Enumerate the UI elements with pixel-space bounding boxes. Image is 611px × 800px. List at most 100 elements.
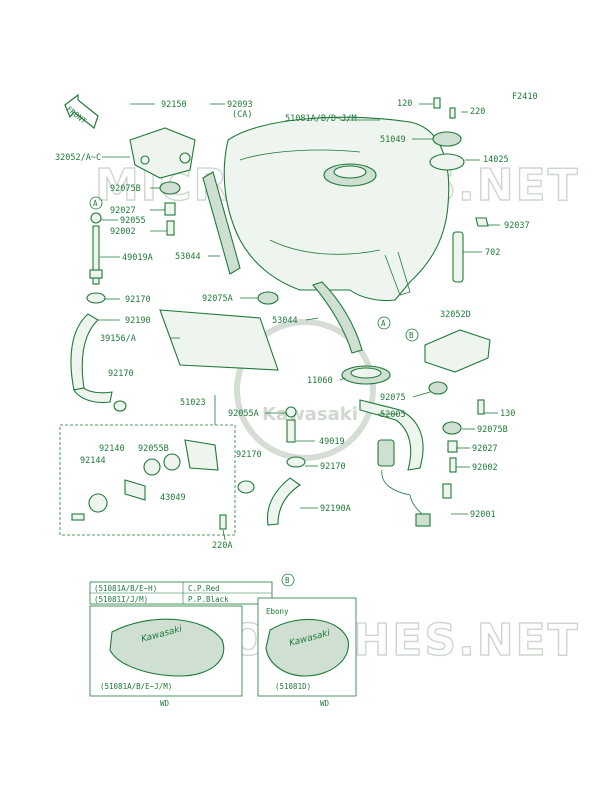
- label-52005: 52005: [380, 410, 406, 420]
- label-39156a: 39156/A: [100, 334, 136, 344]
- front-arrow-icon: FRONT: [64, 93, 99, 130]
- label-92170-2: 92170: [108, 369, 134, 379]
- label-92075b-bot: 92075B: [477, 425, 508, 435]
- clamp-92170-3: [237, 480, 255, 494]
- bolt-92002-top: [166, 220, 175, 236]
- inset-left-caption: (51081A/B/E~J/M): [100, 682, 172, 691]
- label-92002-top: 92002: [110, 227, 136, 237]
- inset-right-color-note: Ebony: [266, 607, 289, 616]
- cap-51049: [432, 131, 462, 147]
- label-marker-a-2: A: [381, 319, 386, 328]
- screw-92144: [71, 513, 85, 521]
- grommet-92075a: [257, 291, 279, 305]
- bolt-92002-bot: [449, 457, 457, 473]
- fitting-49019a: [89, 269, 103, 279]
- inset-right-footer: WD: [320, 699, 330, 708]
- label-92075a: 92075A: [202, 294, 233, 304]
- color-row-2-color: P.P.Black: [188, 595, 229, 604]
- label-92027-top: 92027: [110, 206, 136, 216]
- color-row-1-color: C.P.Red: [188, 584, 220, 593]
- pipe-49019a: [92, 225, 100, 285]
- label-marker-a-1: A: [93, 199, 98, 208]
- label-ca: (CA): [232, 110, 252, 120]
- clamp-92170-2: [113, 400, 127, 412]
- label-92075b-top: 92075B: [110, 184, 141, 194]
- collar-92027-top: [164, 202, 176, 216]
- inset-left-panel: Kawasaki (51081A/B/E~J/M): [89, 605, 243, 697]
- label-92170-3: 92170: [236, 450, 262, 460]
- oring-92055a: [285, 406, 297, 418]
- label-92055b: 92055B: [138, 444, 169, 454]
- label-92027-bot: 92027: [472, 444, 498, 454]
- label-92093: 92093: [227, 100, 253, 110]
- color-row-2-models: (51081I/J/M): [94, 595, 148, 604]
- screw-220a: [219, 514, 227, 530]
- valve-assembly-box: [59, 424, 236, 536]
- label-92037: 92037: [504, 221, 530, 231]
- fuel-valve: [184, 439, 219, 471]
- label-220a: 220A: [212, 541, 232, 551]
- part-labels: 92150 92093 (CA) 51081A/B/D~J/M 120 220 …: [55, 99, 530, 551]
- grommet-92075: [428, 381, 448, 395]
- label-92170-1: 92170: [125, 295, 151, 305]
- pipe-49019: [286, 419, 296, 443]
- label-92075: 92075: [380, 393, 406, 403]
- knob-92140: [88, 493, 108, 513]
- screw-220: [449, 107, 456, 119]
- label-92170-4: 92170: [320, 462, 346, 472]
- part-92037: [475, 217, 489, 227]
- clamp-92170-4: [286, 456, 306, 468]
- fuel-tank: [223, 116, 450, 302]
- label-92190a: 92190A: [320, 504, 351, 514]
- label-130: 130: [500, 409, 515, 419]
- label-marker-b-1: B: [409, 331, 414, 340]
- valve-plate: [163, 453, 181, 471]
- label-702: 702: [485, 248, 500, 258]
- oring-92055: [90, 212, 102, 224]
- bracket-32052d: [424, 329, 491, 373]
- label-120: 120: [397, 99, 412, 109]
- marker-b-1: [405, 328, 419, 342]
- color-table: (51081A/B/E~H) C.P.Red (51081I/J/M) P.P.…: [89, 581, 273, 605]
- label-51081abdjm: 51081A/B/D~J/M: [285, 114, 357, 124]
- label-49019: 49019: [319, 437, 345, 447]
- label-43049: 43049: [160, 493, 186, 503]
- label-32052d: 32052D: [440, 310, 471, 320]
- label-14025: 14025: [483, 155, 509, 165]
- marker-b-2: [281, 573, 295, 587]
- connector-92001: [415, 513, 431, 527]
- gasket-14025: [429, 153, 465, 171]
- grommet-92075b-bot: [442, 421, 462, 435]
- label-92001: 92001: [470, 510, 496, 520]
- inset-left-footer: WD: [160, 699, 170, 708]
- label-92190: 92190: [125, 316, 151, 326]
- label-51023: 51023: [180, 398, 206, 408]
- label-49019a: 49019A: [122, 253, 153, 263]
- diaphragm: [124, 479, 146, 501]
- clamp-92170-1: [86, 292, 106, 304]
- rubber-strip-mid: [312, 281, 363, 354]
- bolt-92001: [442, 483, 452, 499]
- label-marker-b-2: B: [285, 576, 290, 585]
- label-92055a: 92055A: [228, 409, 259, 419]
- hose-92190: [70, 313, 99, 391]
- inset-right-panel: Ebony Kawasaki (51081D): [257, 597, 357, 697]
- mat-39156a: [159, 309, 279, 371]
- bolt-130: [477, 399, 485, 415]
- label-92002-bot: 92002: [472, 463, 498, 473]
- collar-92027-bot: [447, 440, 458, 453]
- color-row-1-models: (51081A/B/E~H): [94, 584, 157, 593]
- bracket-32052: [129, 127, 196, 179]
- fuel-pump-52005: [359, 399, 424, 496]
- seal-43049: [143, 458, 161, 476]
- label-92150: 92150: [161, 100, 187, 110]
- label-32052ac: 32052/A~C: [55, 153, 101, 163]
- label-92140: 92140: [99, 444, 125, 454]
- label-11060: 11060: [307, 376, 333, 386]
- hose-702: [452, 231, 464, 283]
- label-53044-mid: 53044: [272, 316, 298, 326]
- marker-a-2: [377, 316, 391, 330]
- label-92144: 92144: [80, 456, 106, 466]
- grommet-92075b-top: [159, 181, 181, 195]
- hose-92190a: [266, 477, 301, 526]
